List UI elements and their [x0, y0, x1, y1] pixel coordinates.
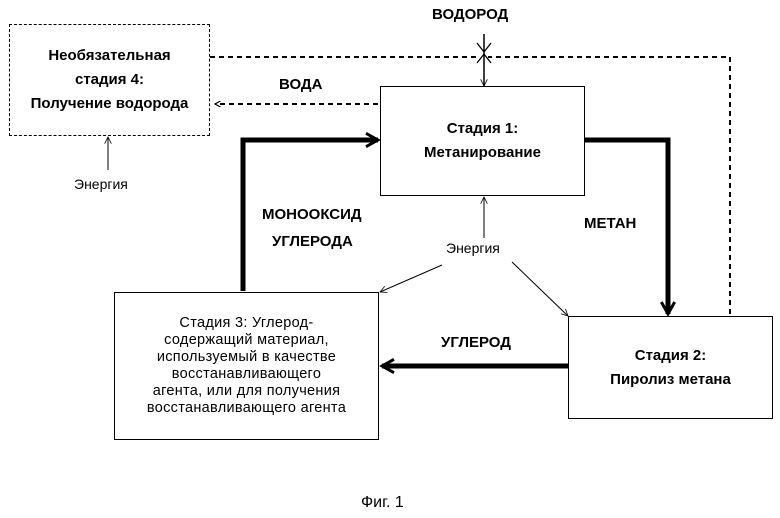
water-label: ВОДА [279, 76, 322, 93]
figure-caption: Фиг. 1 [361, 494, 404, 512]
stage3-line: агента, или для получения [153, 383, 341, 400]
stage4-box: Необязательная стадия 4: Получение водор… [9, 24, 210, 136]
methane-label: МЕТАН [584, 215, 636, 232]
stage3-box: Стадия 3: Углерод- содержащий материал, … [114, 292, 379, 440]
stage2-line1: Стадия 2: [635, 344, 707, 368]
energy-label-left: Энергия [74, 176, 128, 192]
stage4-line1: Необязательная [48, 44, 170, 68]
stage4-line3: Получение водорода [31, 92, 189, 116]
stage4-line2: стадия 4: [75, 68, 144, 92]
energy-label-center: Энергия [446, 240, 500, 256]
carbon-label: УГЛЕРОД [441, 334, 511, 351]
stage3-line: восстанавливающего агента [147, 400, 346, 417]
monoxide-label-line1: МОНООКСИД [262, 206, 362, 223]
stage3-line: используемый в качестве [157, 349, 336, 366]
energy-to-stage3-arrow [380, 265, 442, 292]
stage3-line: содержащий материал, [164, 332, 329, 349]
stage3-line: восстанавливающего [172, 366, 321, 383]
stage2-box: Стадия 2: Пиролиз метана [568, 316, 773, 419]
monoxide-label-line2: УГЛЕРОДА [272, 233, 353, 250]
stage1-box: Стадия 1: Метанирование [380, 86, 585, 196]
energy-to-stage2-arrow [512, 262, 568, 316]
stage1-line2: Метанирование [424, 141, 541, 165]
stage1-line1: Стадия 1: [447, 117, 519, 141]
hydrogen-label: ВОДОРОД [432, 6, 508, 23]
stage2-line2: Пиролиз метана [610, 368, 731, 392]
stage3-line: Стадия 3: Углерод- [179, 315, 313, 332]
